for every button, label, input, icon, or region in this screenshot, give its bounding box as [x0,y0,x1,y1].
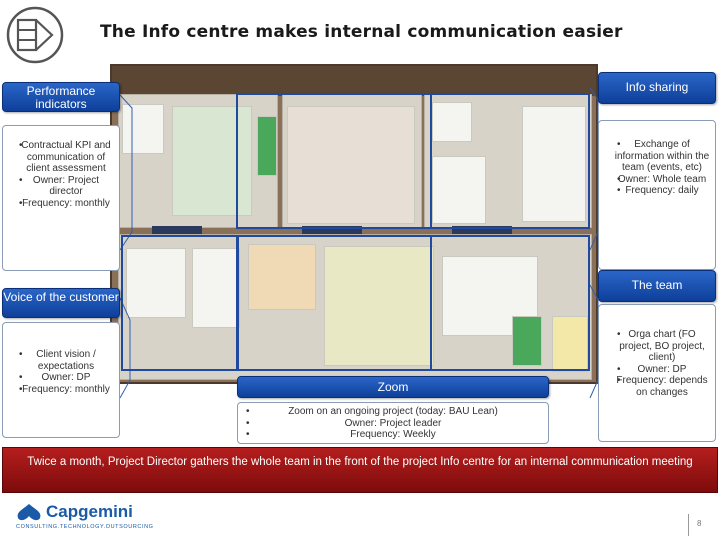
zoom-bullet-2: Owner: Project leader [242,418,544,430]
zoom-panel: Zoom on an ongoing project (today: BAU L… [237,402,549,444]
team-bullet-2: Owner: DP [613,364,711,376]
team-bullet-3: Frequency: depends on changes [613,375,711,398]
capgemini-spade-icon [17,504,41,521]
brand-name: Capgemini [46,502,133,521]
performance-bullet-2: Owner: Project director [15,175,117,198]
voice-bullet-1: Client vision / expectations [15,349,117,372]
capgemini-logo: Capgemini CONSULTING.TECHNOLOGY.OUTSOURC… [12,500,154,534]
zoom-bullet-1: Zoom on an ongoing project (today: BAU L… [242,406,544,418]
info-sharing-bullet-2: Owner: Whole team [613,174,711,186]
info-sharing-header: Info sharing [598,72,716,104]
zoom-header: Zoom [237,376,549,398]
info-sharing-bullet-3: Frequency: daily [613,185,711,197]
performance-bullet-1: Contractual KPI and communication of cli… [15,140,117,175]
meeting-banner: Twice a month, Project Director gathers … [2,447,718,493]
voice-panel: Client vision / expectations Owner: DP F… [2,322,120,438]
brand-tagline: CONSULTING.TECHNOLOGY.OUTSOURCING [16,524,154,530]
performance-panel: Contractual KPI and communication of cli… [2,125,120,271]
page-number: 8 [697,519,702,528]
footer-divider [688,514,689,536]
info-centre-logo-icon [6,6,64,64]
info-centre-photo [110,64,598,384]
voice-header: Voice of the customer [2,288,120,318]
zoom-bullet-3: Frequency: Weekly [242,429,544,441]
page-title: The Info centre makes internal communica… [100,22,623,42]
team-header: The team [598,270,716,302]
voice-bullet-2: Owner: DP [15,372,117,384]
team-bullet-1: Orga chart (FO project, BO project, clie… [613,329,711,364]
performance-bullet-3: Frequency: monthly [15,198,117,210]
info-sharing-panel: Exchange of information within the team … [598,120,716,270]
info-sharing-bullet-1: Exchange of information within the team … [613,139,711,174]
performance-header: Performance indicators [2,82,120,112]
team-panel: Orga chart (FO project, BO project, clie… [598,304,716,442]
voice-bullet-3: Frequency: monthly [15,384,117,396]
